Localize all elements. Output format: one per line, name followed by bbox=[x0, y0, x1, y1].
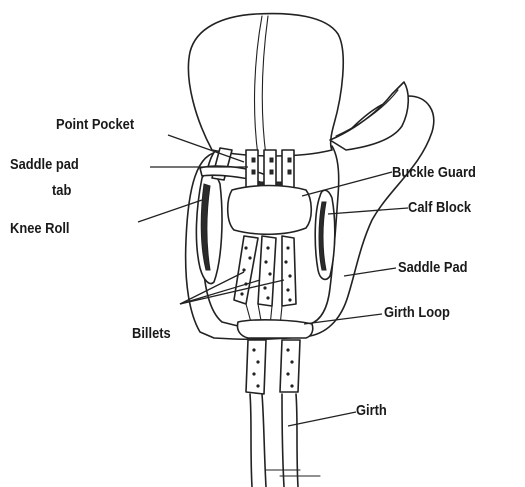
label-saddle-pad-tab-line2: tab bbox=[52, 182, 71, 200]
label-girth: Girth bbox=[356, 402, 387, 420]
buckle-guard-shape bbox=[228, 186, 312, 235]
label-point-pocket: Point Pocket bbox=[56, 116, 134, 134]
label-saddle-pad: Saddle Pad bbox=[398, 259, 468, 277]
label-buckle-guard: Buckle Guard bbox=[392, 164, 476, 182]
girth-loop-shape bbox=[237, 320, 312, 338]
label-saddle-pad-tab-line1: Saddle pad bbox=[10, 156, 79, 174]
girth-straps bbox=[246, 340, 320, 487]
label-billets: Billets bbox=[132, 325, 171, 343]
label-girth-loop: Girth Loop bbox=[384, 304, 450, 322]
label-knee-roll: Knee Roll bbox=[10, 220, 70, 238]
label-calf-block: Calf Block bbox=[408, 199, 471, 217]
